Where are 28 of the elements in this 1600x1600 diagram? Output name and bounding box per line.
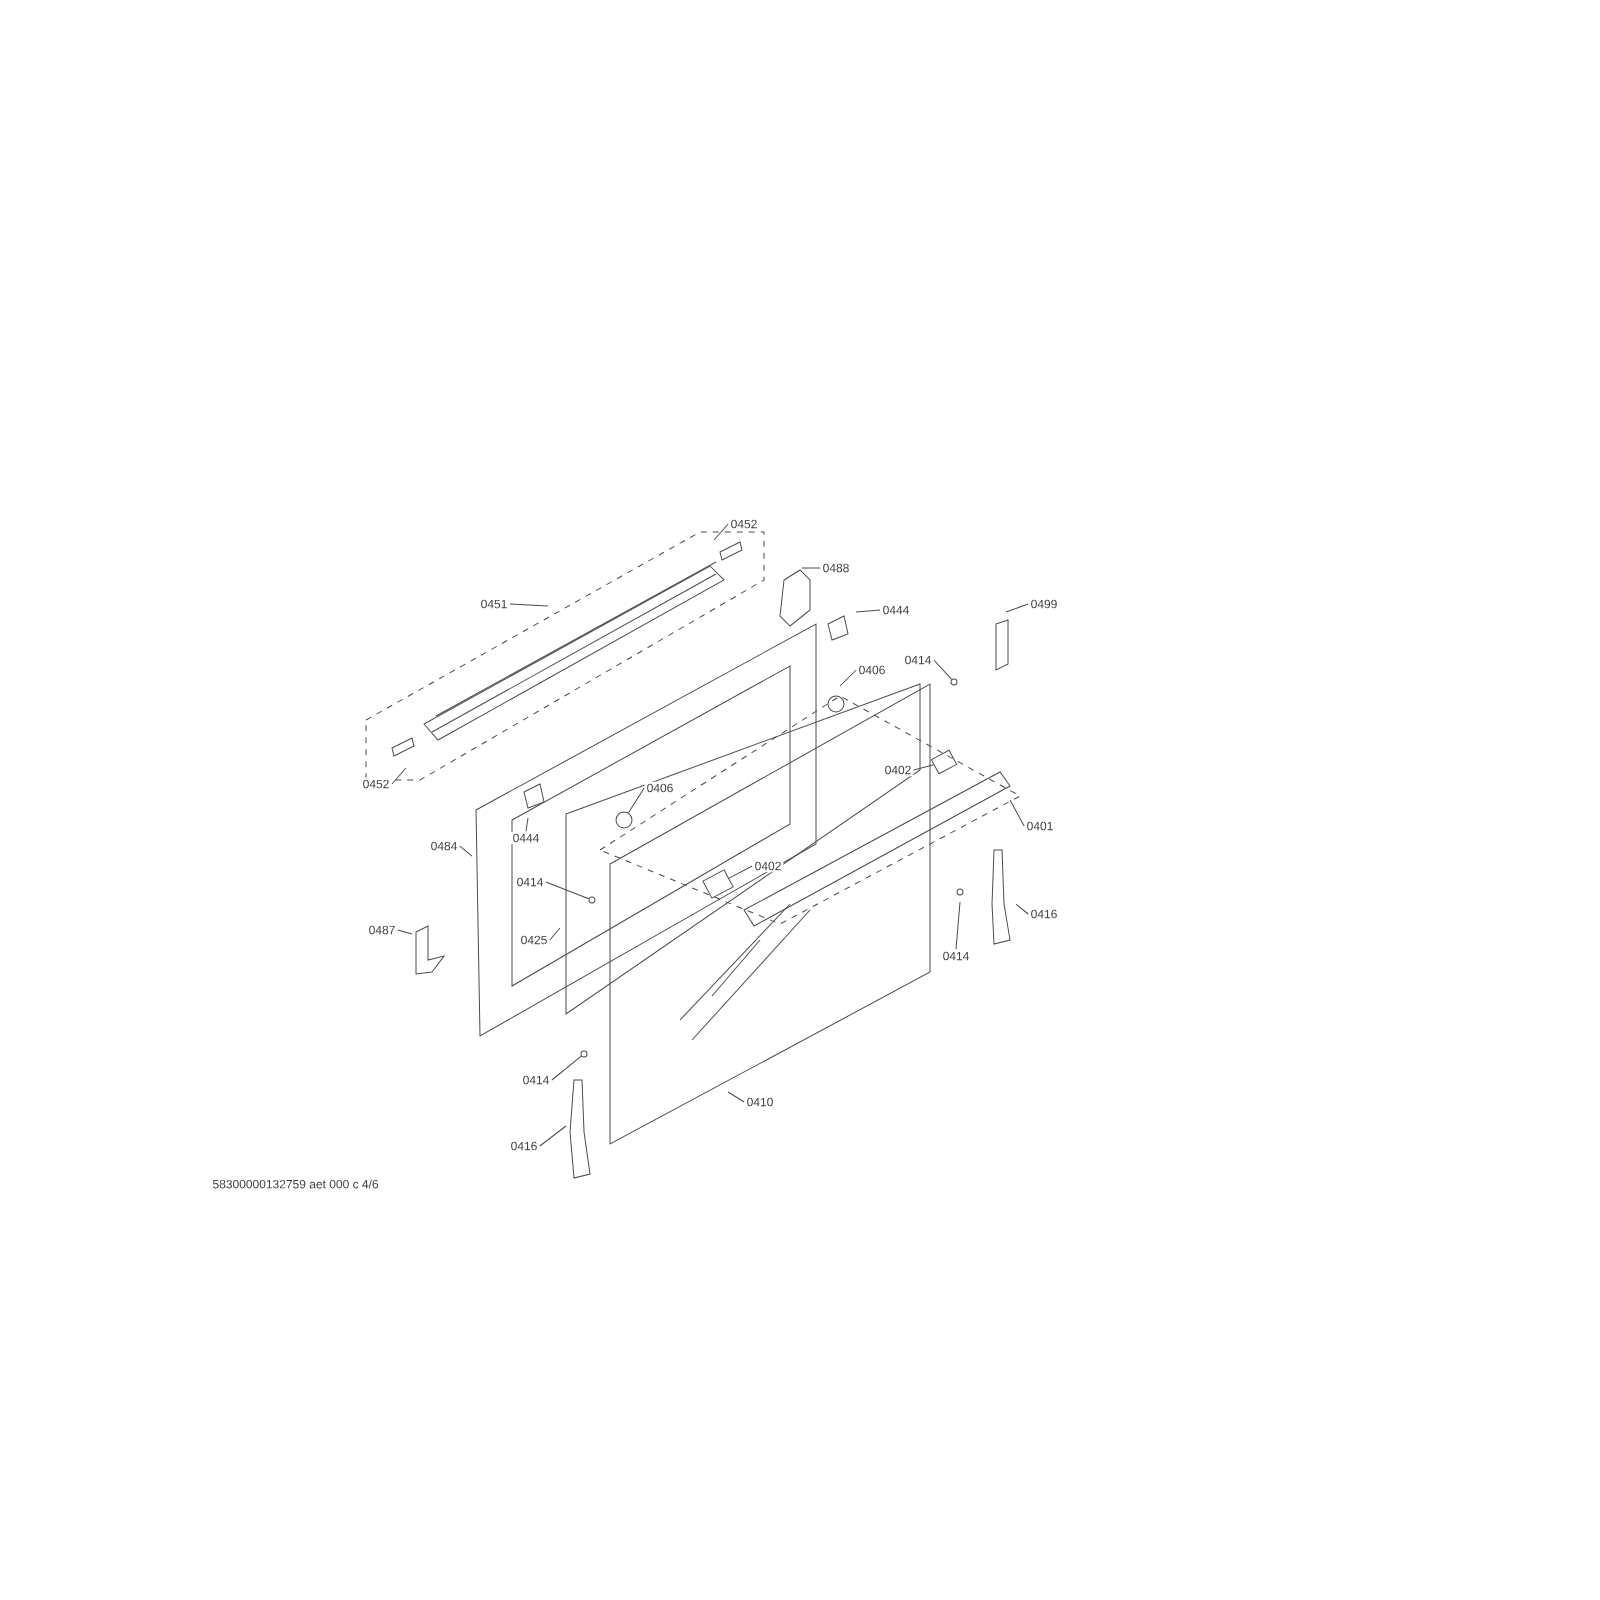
ring-part — [588, 896, 596, 904]
leader-line — [549, 927, 561, 941]
leader-line — [391, 767, 407, 785]
leader-line — [727, 1091, 745, 1103]
leader-line — [509, 603, 549, 607]
leader-line — [1005, 603, 1029, 613]
leader-line — [713, 523, 729, 541]
ring-part — [580, 1050, 588, 1058]
leader-line — [855, 609, 881, 613]
block-part — [930, 749, 958, 775]
leader-line — [1015, 903, 1029, 915]
leader-line — [459, 845, 473, 857]
leader-line — [525, 817, 529, 832]
leader-line — [545, 881, 590, 900]
leader-line — [397, 929, 413, 935]
leader-line — [1009, 799, 1025, 827]
leader-line — [539, 1125, 567, 1147]
leader-line — [801, 567, 821, 569]
block-part — [702, 869, 734, 899]
ring-part — [615, 811, 633, 829]
leader-line — [913, 764, 935, 771]
leader-line — [933, 659, 953, 680]
ring-part — [950, 678, 958, 686]
leader-line — [839, 669, 857, 687]
leader-line — [551, 1055, 582, 1081]
leader-line — [628, 787, 645, 814]
leader-line — [728, 865, 753, 879]
leader-line — [955, 901, 961, 950]
